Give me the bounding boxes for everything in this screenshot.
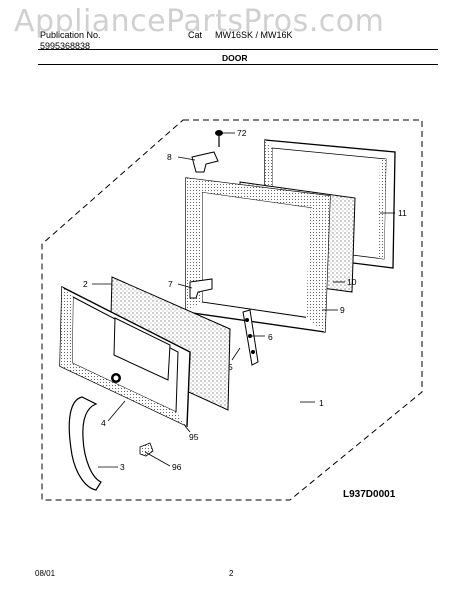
callout-8: 8 <box>167 152 172 162</box>
callout-3: 3 <box>120 462 125 472</box>
callout-9: 9 <box>340 305 345 315</box>
callout-95: 95 <box>189 432 199 442</box>
callout-6: 6 <box>268 332 273 342</box>
part-72-screw <box>215 130 223 147</box>
publication-number: 5995368838 <box>40 41 91 51</box>
date-code: 08/01 <box>35 569 56 578</box>
model-numbers: MW16SK / MW16K <box>215 30 293 40</box>
callout-4: 4 <box>101 418 106 428</box>
callout-72: 72 <box>237 128 247 138</box>
part-96-clip <box>139 442 154 457</box>
assembly-boundary <box>41 119 423 501</box>
part-6-latch-bar <box>242 309 259 366</box>
callout-7: 7 <box>168 279 173 289</box>
callout-11: 11 <box>398 208 407 218</box>
header-rule-top <box>38 49 438 50</box>
callout-1: 1 <box>319 398 324 408</box>
part-8-top-bracket <box>191 151 219 173</box>
part-7-lower-bracket <box>189 278 213 299</box>
leader-lines <box>92 132 395 468</box>
section-title: DOOR <box>222 53 248 63</box>
callout-96: 96 <box>172 462 182 472</box>
callout-10: 10 <box>347 277 357 287</box>
page-number: 2 <box>229 569 234 578</box>
callout-5: 5 <box>228 362 233 372</box>
watermark: AppliancePartsPros.com <box>14 4 385 39</box>
publication-label: Publication No. <box>40 30 101 40</box>
part-3-door-handle <box>68 396 102 491</box>
category-label: Cat <box>188 30 203 40</box>
diagram-code: L937D0001 <box>343 489 396 500</box>
part-4-front-door-frame <box>59 285 191 428</box>
part-9-inner-door-panel <box>185 177 331 333</box>
callout-2: 2 <box>83 279 88 289</box>
header-rule-bottom <box>38 64 438 65</box>
